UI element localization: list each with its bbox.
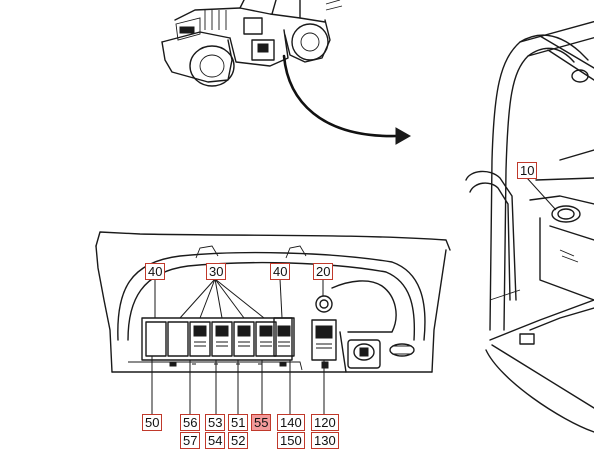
callout-150[interactable]: 150	[277, 432, 305, 449]
callout-50[interactable]: 50	[142, 414, 163, 431]
callout-51[interactable]: 51	[228, 414, 249, 431]
callout-20[interactable]: 20	[313, 263, 334, 280]
callout-leaders	[151, 177, 557, 414]
zoom-arrow	[282, 54, 412, 145]
callout-130[interactable]: 130	[311, 432, 339, 449]
callout-120[interactable]: 120	[311, 414, 339, 431]
operator-platform-illustration	[465, 20, 594, 433]
roller-machine-illustration	[161, 0, 343, 87]
callout-40-left[interactable]: 40	[145, 263, 166, 280]
switch-panel-illustration	[95, 231, 451, 373]
callout-30[interactable]: 30	[206, 263, 227, 280]
callout-140[interactable]: 140	[277, 414, 305, 431]
callout-52[interactable]: 52	[228, 432, 249, 449]
callout-54[interactable]: 54	[205, 432, 226, 449]
callout-57[interactable]: 57	[180, 432, 201, 449]
callout-40-right[interactable]: 40	[270, 263, 291, 280]
callout-55-highlighted[interactable]: 55	[251, 414, 272, 431]
callout-53[interactable]: 53	[205, 414, 226, 431]
callout-56[interactable]: 56	[180, 414, 201, 431]
callout-10[interactable]: 10	[517, 162, 538, 179]
